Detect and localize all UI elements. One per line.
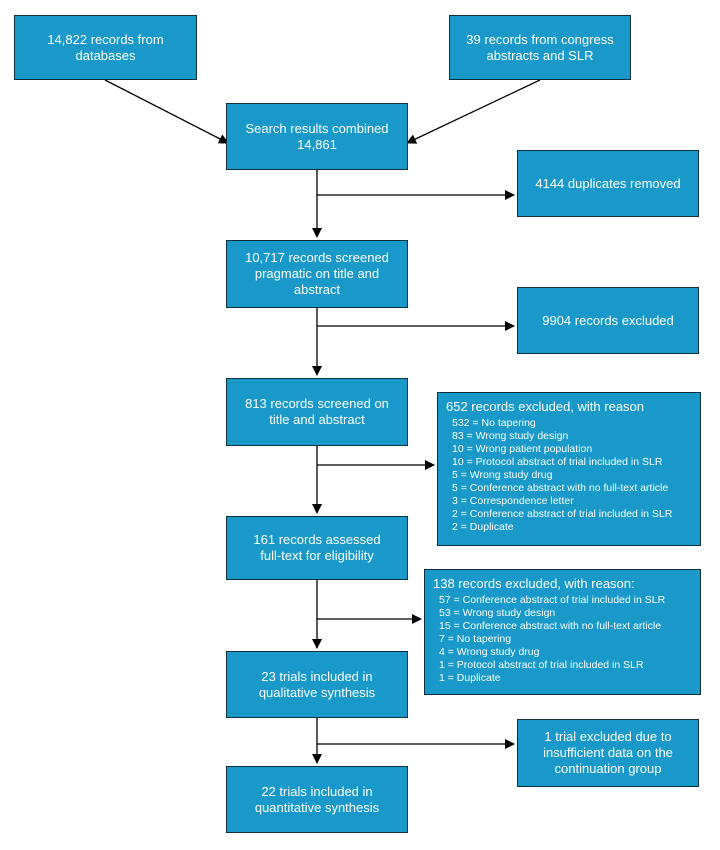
reason-item: 83 = Wrong study design [452, 430, 569, 442]
reason-item: 7 = No tapering [439, 633, 512, 645]
box-search-combined: Search results combined 14,861 [226, 103, 408, 170]
box-qualitative-synthesis: 23 trials included in qualitative synthe… [226, 651, 408, 718]
reason-item: 1 = Duplicate [439, 672, 501, 684]
reason-item: 5 = Wrong study drug [452, 469, 553, 481]
reason-item: 4 = Wrong study drug [439, 646, 540, 658]
reason-item: 53 = Wrong study design [439, 607, 556, 619]
reason-item: 1 = Protocol abstract of trial included … [439, 659, 644, 671]
excluded-652-reasons: 532 = No tapering 83 = Wrong study desig… [446, 417, 692, 534]
reason-item: 15 = Conference abstract with no full-te… [439, 620, 662, 632]
reason-item: 10 = Protocol abstract of trial included… [452, 456, 663, 468]
box-screened-pragmatic: 10,717 records screened pragmatic on tit… [226, 240, 408, 308]
arrow-congress-to-combined [406, 79, 541, 144]
box-quantitative-synthesis: 22 trials included in quantitative synth… [226, 766, 408, 833]
reason-item: 3 = Correspondence letter [452, 495, 574, 507]
box-trial-excluded: 1 trial excluded due to insufficient dat… [517, 719, 699, 787]
box-excluded-138: 138 records excluded, with reason: 57 = … [424, 569, 701, 695]
reason-item: 532 = No tapering [452, 417, 536, 429]
box-duplicates-removed: 4144 duplicates removed [517, 150, 699, 217]
box-screened-title: 813 records screened on title and abstra… [226, 378, 408, 446]
excluded-138-reasons: 57 = Conference abstract of trial includ… [433, 594, 692, 685]
reason-item: 5 = Conference abstract with no full-tex… [452, 482, 669, 494]
box-excluded-652: 652 records excluded, with reason 532 = … [437, 392, 701, 546]
box-databases: 14,822 records from databases [14, 15, 197, 80]
reason-item: 10 = Wrong patient population [452, 443, 593, 455]
box-fulltext-assessed: 161 records assessed full-text for eligi… [226, 516, 408, 580]
box-congress: 39 records from congress abstracts and S… [449, 15, 631, 80]
reason-item: 2 = Duplicate [452, 521, 514, 533]
excluded-652-title: 652 records excluded, with reason [446, 399, 645, 414]
reason-item: 57 = Conference abstract of trial includ… [439, 594, 666, 606]
box-records-excluded-9904: 9904 records excluded [517, 287, 699, 354]
arrow-databases-to-combined [104, 79, 229, 144]
reason-item: 2 = Conference abstract of trial include… [452, 508, 673, 520]
excluded-138-title: 138 records excluded, with reason: [433, 576, 635, 591]
